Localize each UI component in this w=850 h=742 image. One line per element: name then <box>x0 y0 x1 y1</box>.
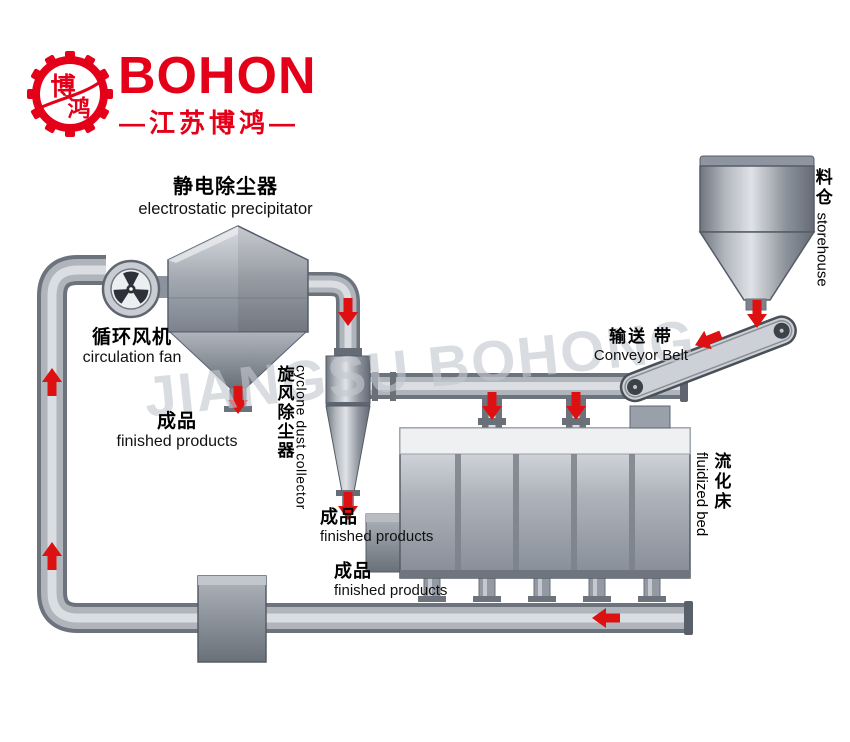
label-conveyor-zh: 输送 带 <box>609 327 673 346</box>
label-cyclone-dust-collector: 旋风除尘器 cyclone dust collector <box>274 365 310 570</box>
label-circulation-fan: 循环风机 circulation fan <box>52 327 212 368</box>
circulation-fan-icon <box>101 259 161 319</box>
label-storehouse-zh: 料仓 <box>812 168 832 208</box>
label-esp-product-zh: 成品 <box>156 411 197 432</box>
label-storehouse: 料仓 storehouse <box>812 168 832 363</box>
label-storehouse-en: storehouse <box>813 212 831 287</box>
label-bed-product-en: finished products <box>334 582 448 600</box>
junction-box-shape <box>197 575 267 663</box>
label-esp-zh: 静电除尘器 <box>173 176 278 198</box>
label-cyclone-product-en: finished products <box>320 528 434 546</box>
fluidized-bed-shape <box>399 405 691 579</box>
bed-discharge-spouts <box>418 575 666 602</box>
label-electrostatic-precipitator: 静电除尘器 electrostatic precipitator <box>108 176 343 219</box>
label-fan-en: circulation fan <box>82 349 182 367</box>
emblem-char-top: 博 <box>50 72 75 101</box>
bed-inlet-box <box>629 405 671 429</box>
label-cyclone-en: cyclone dust collector <box>293 365 310 510</box>
conveyor-belt-shape <box>619 315 797 403</box>
storage-hopper-shape <box>698 155 816 311</box>
label-esp-product-en: finished products <box>116 433 238 451</box>
label-fluidized-bed-zh: 流化床 <box>711 452 731 512</box>
brand-subtitle: —江苏博鸿— <box>119 108 300 138</box>
electrostatic-precipitator-shape <box>167 225 309 412</box>
label-cyclone-product-zh: 成品 <box>320 507 358 527</box>
label-conveyor-belt: 输送 带 Conveyor Belt <box>566 327 716 365</box>
label-esp-en: electrostatic precipitator <box>138 199 313 218</box>
label-fluidized-bed-en: fluidized bed <box>693 452 710 537</box>
label-cyclone-finished-products: 成品 finished products <box>320 507 433 546</box>
gear-emblem-icon: 博 鸿 <box>27 51 113 137</box>
label-cyclone-zh: 旋风除尘器 <box>274 365 294 460</box>
recirculation-pipe <box>37 255 693 635</box>
brand-logo-text: BOHON <box>118 47 317 105</box>
label-esp-finished-products: 成品 finished products <box>92 411 262 452</box>
label-fluidized-bed: 流化床 fluidized bed <box>692 452 730 652</box>
label-conveyor-en: Conveyor Belt <box>593 347 689 365</box>
label-fan-zh: 循环风机 <box>91 327 172 348</box>
label-bed-finished-products: 成品 finished products <box>334 561 447 600</box>
bed-left-chute <box>365 513 403 573</box>
cyclone-shape <box>325 348 371 510</box>
pipe-end-flange <box>684 601 693 635</box>
emblem-char-bottom: 鸿 <box>68 95 91 122</box>
label-bed-product-zh: 成品 <box>334 561 372 581</box>
